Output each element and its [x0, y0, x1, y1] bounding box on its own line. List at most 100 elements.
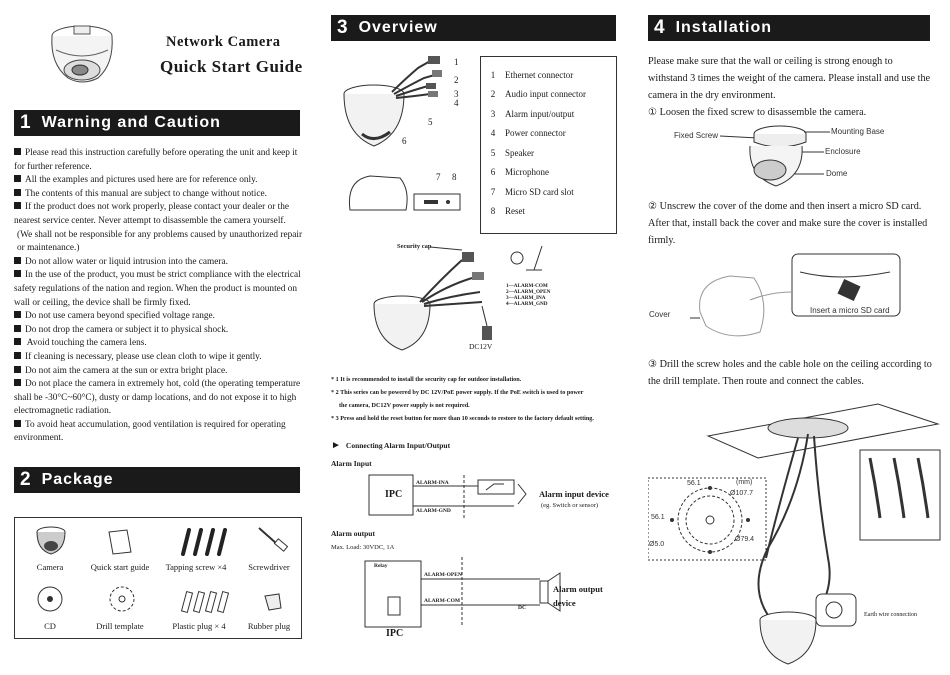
dim-5-label: Ø5.0: [649, 541, 665, 548]
warning-item: If cleaning is necessary, please use cle…: [14, 351, 308, 365]
relay-label: Relay: [374, 563, 388, 569]
installation-header: 4 Installation: [648, 15, 930, 41]
dome-label: Dome: [826, 169, 848, 178]
insert-sd-label: Insert a micro SD card: [810, 306, 890, 315]
security-cap-label: Security cap: [397, 243, 432, 250]
install-step-2: ② Unscrew the cover of the dome and then…: [648, 201, 928, 246]
install-step-3: ③ Drill the screw holes and the cable ho…: [648, 359, 932, 387]
overview-number: 3: [337, 17, 349, 38]
square-bullet-icon: [14, 188, 21, 196]
mounting-base-label: Mounting Base: [831, 127, 885, 136]
alarm-input-device-sub: (eg. Switch or sensor): [541, 502, 599, 509]
warning-title: Warning and Caution: [41, 114, 221, 131]
note-3: * 3 Press and hold the reset button for …: [331, 415, 594, 422]
square-bullet-icon: [14, 324, 21, 332]
overview-item-number: 6: [490, 167, 496, 178]
package-item-camera: Camera: [36, 562, 64, 572]
install-intro-text: Please make sure that the wall or ceilin…: [648, 56, 931, 101]
screwdriver-icon: [258, 527, 289, 552]
alarm-ina-label: ALARM-INA: [416, 480, 449, 486]
install-step-3-block: ③ Drill the screw holes and the cable ho…: [648, 356, 940, 390]
overview-item-number: 3: [490, 108, 496, 119]
package-box: Camera Quick start guide Tapping screw ×…: [14, 517, 302, 639]
note-2: * 2 This series can be powered by DC 12V…: [331, 389, 584, 396]
fixed-screw-label: Fixed Screw: [674, 131, 719, 140]
alarm-gnd-label: ALARM-GND: [416, 508, 451, 514]
callout-5: 5: [428, 117, 433, 127]
square-bullet-icon: [14, 270, 21, 278]
warning-text: If the product does not work properly, p…: [14, 202, 290, 226]
warning-item: Do not place the camera in extremely hot…: [14, 378, 308, 419]
square-bullet-icon: [14, 175, 21, 183]
installation-title: Installation: [675, 19, 773, 36]
square-bullet-icon: [14, 365, 21, 373]
package-item-rubber-plug: Rubber plug: [247, 621, 291, 631]
warning-text: The contents of this manual are subject …: [25, 188, 267, 199]
alarm-output-device-line1: Alarm output: [553, 584, 603, 594]
warning-text: All the examples and pictures used here …: [25, 175, 258, 186]
package-number: 2: [20, 469, 32, 490]
warning-list: Please read this instruction carefully b…: [14, 147, 308, 446]
note-2-cont: the camera, DC12V power supply is not re…: [339, 402, 470, 409]
dim-56-top: 56.1: [687, 480, 701, 487]
notes: * 1 It is recommended to install the sec…: [331, 373, 621, 425]
alarm-input-diagram: [368, 474, 527, 518]
callout-6: 6: [402, 136, 407, 146]
warning-item: (We shall not be responsible for any pro…: [14, 229, 308, 256]
alarm-com-label: ALARM-COM: [424, 598, 461, 604]
warning-text: Do not aim the camera at the sun or extr…: [25, 365, 228, 376]
warning-item: To avoid heat accumulation, good ventila…: [14, 419, 308, 446]
warning-item: In the use of the product, you must be s…: [14, 269, 308, 310]
ceiling-install-illustration: [648, 403, 941, 665]
overview-item-label: Audio input connector: [505, 89, 586, 100]
warning-text: To avoid heat accumulation, good ventila…: [14, 419, 286, 444]
ipc-input-label: IPC: [385, 489, 403, 500]
warning-text: Do not allow water or liquid intrusion i…: [25, 256, 228, 267]
overview-header: 3 Overview: [331, 15, 616, 41]
plastic-plug-icon: [180, 590, 230, 614]
camera-overview-illustration: [343, 56, 442, 147]
warning-item: Do not allow water or liquid intrusion i…: [14, 256, 308, 270]
overview-item-label: Speaker: [505, 147, 534, 158]
sd-insert-illustration: [690, 253, 901, 337]
alarm-pin-4: 4—ALARM_GND: [506, 301, 548, 307]
warning-item: If the product does not work properly, p…: [14, 201, 308, 228]
install-intro: Please make sure that the wall or ceilin…: [648, 53, 932, 121]
dim-56-left: 56.1: [651, 514, 665, 521]
package-item-cd: CD: [44, 621, 56, 631]
square-bullet-icon: [14, 202, 21, 210]
alarm-output-diagram: [364, 557, 561, 628]
warning-text: Do not place the camera in extremely hot…: [14, 379, 301, 417]
warning-header: 1 Warning and Caution: [14, 110, 300, 136]
package-item-screw: Tapping screw ×4: [165, 562, 227, 572]
warning-text: If cleaning is necessary, please use cle…: [25, 351, 262, 362]
overview-item-number: 4: [490, 128, 496, 139]
warning-item: All the examples and pictures used here …: [14, 174, 308, 188]
triangle-bullet-icon: ►: [331, 440, 341, 451]
note-1: * 1 It is recommended to install the sec…: [331, 376, 522, 383]
alarm-input-title: Alarm Input: [331, 459, 372, 468]
package-item-screwdriver: Screwdriver: [248, 562, 290, 572]
dim-107-label: Ø107.7: [730, 490, 753, 497]
alarm-pin-2: 2—ALARM_OPEN: [506, 289, 551, 295]
alarm-pin-list: 1—ALARM-COM 2—ALARM_OPEN 3—ALARM_INA 4—A…: [506, 283, 550, 307]
cover-label: Cover: [649, 310, 671, 319]
overview-item: 6 Microphone: [481, 163, 616, 183]
warning-text: Avoid touching the camera lens.: [25, 338, 147, 349]
package-item-plastic-plug: Plastic plug × 4: [172, 621, 226, 631]
alarm-output-title: Alarm output: [331, 529, 375, 538]
alarm-pin-1: 1—ALARM-COM: [506, 283, 548, 289]
warning-item: Do not drop the camera or subject it to …: [14, 324, 308, 338]
warning-text: In the use of the product, you must be s…: [14, 270, 301, 308]
alarm-open-label: ALARM-OPEN: [424, 572, 462, 578]
overview-title: Overview: [358, 19, 438, 36]
package-title: Package: [41, 471, 114, 488]
security-cap-illustration: [373, 245, 543, 351]
overview-item-label: Microphone: [505, 167, 549, 178]
